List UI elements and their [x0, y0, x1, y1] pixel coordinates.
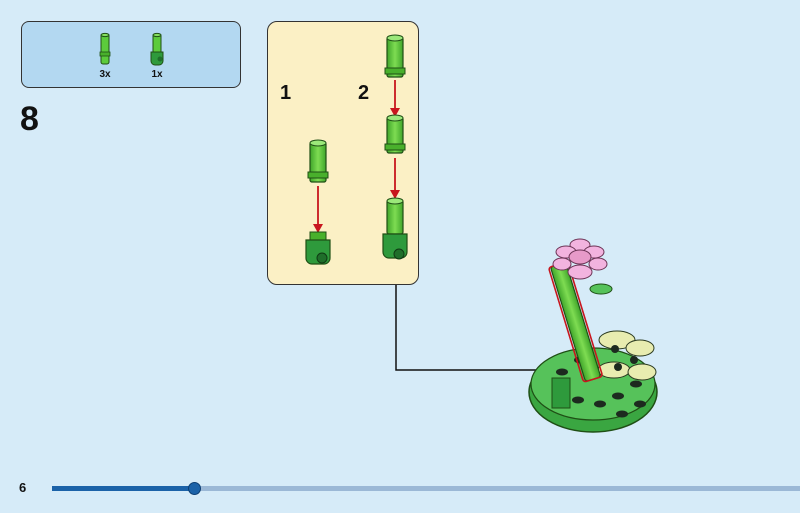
progress-bar[interactable]: [52, 482, 800, 495]
parts-list-box: 3x 1x: [21, 21, 241, 88]
substep-2-illustration: [382, 34, 408, 260]
substep-number: 2: [358, 82, 370, 104]
callout-connector: [395, 285, 566, 371]
part-qty: 3x: [99, 69, 111, 80]
progress-bar-knob[interactable]: [188, 482, 202, 495]
green-bar-piece-icon: [99, 32, 111, 65]
green-clip-bar-piece-icon: [150, 32, 164, 66]
part-qty: 1x: [151, 69, 163, 80]
step-number: 8: [20, 100, 39, 138]
part-item: 1x: [142, 32, 172, 80]
progress-bar-fill: [52, 486, 195, 491]
flower-model-illustration: [528, 238, 658, 433]
page-number: 6: [19, 480, 27, 495]
part-item: 3x: [90, 32, 120, 80]
substep-1-illustration: [305, 139, 331, 265]
substep-number: 1: [280, 82, 292, 104]
